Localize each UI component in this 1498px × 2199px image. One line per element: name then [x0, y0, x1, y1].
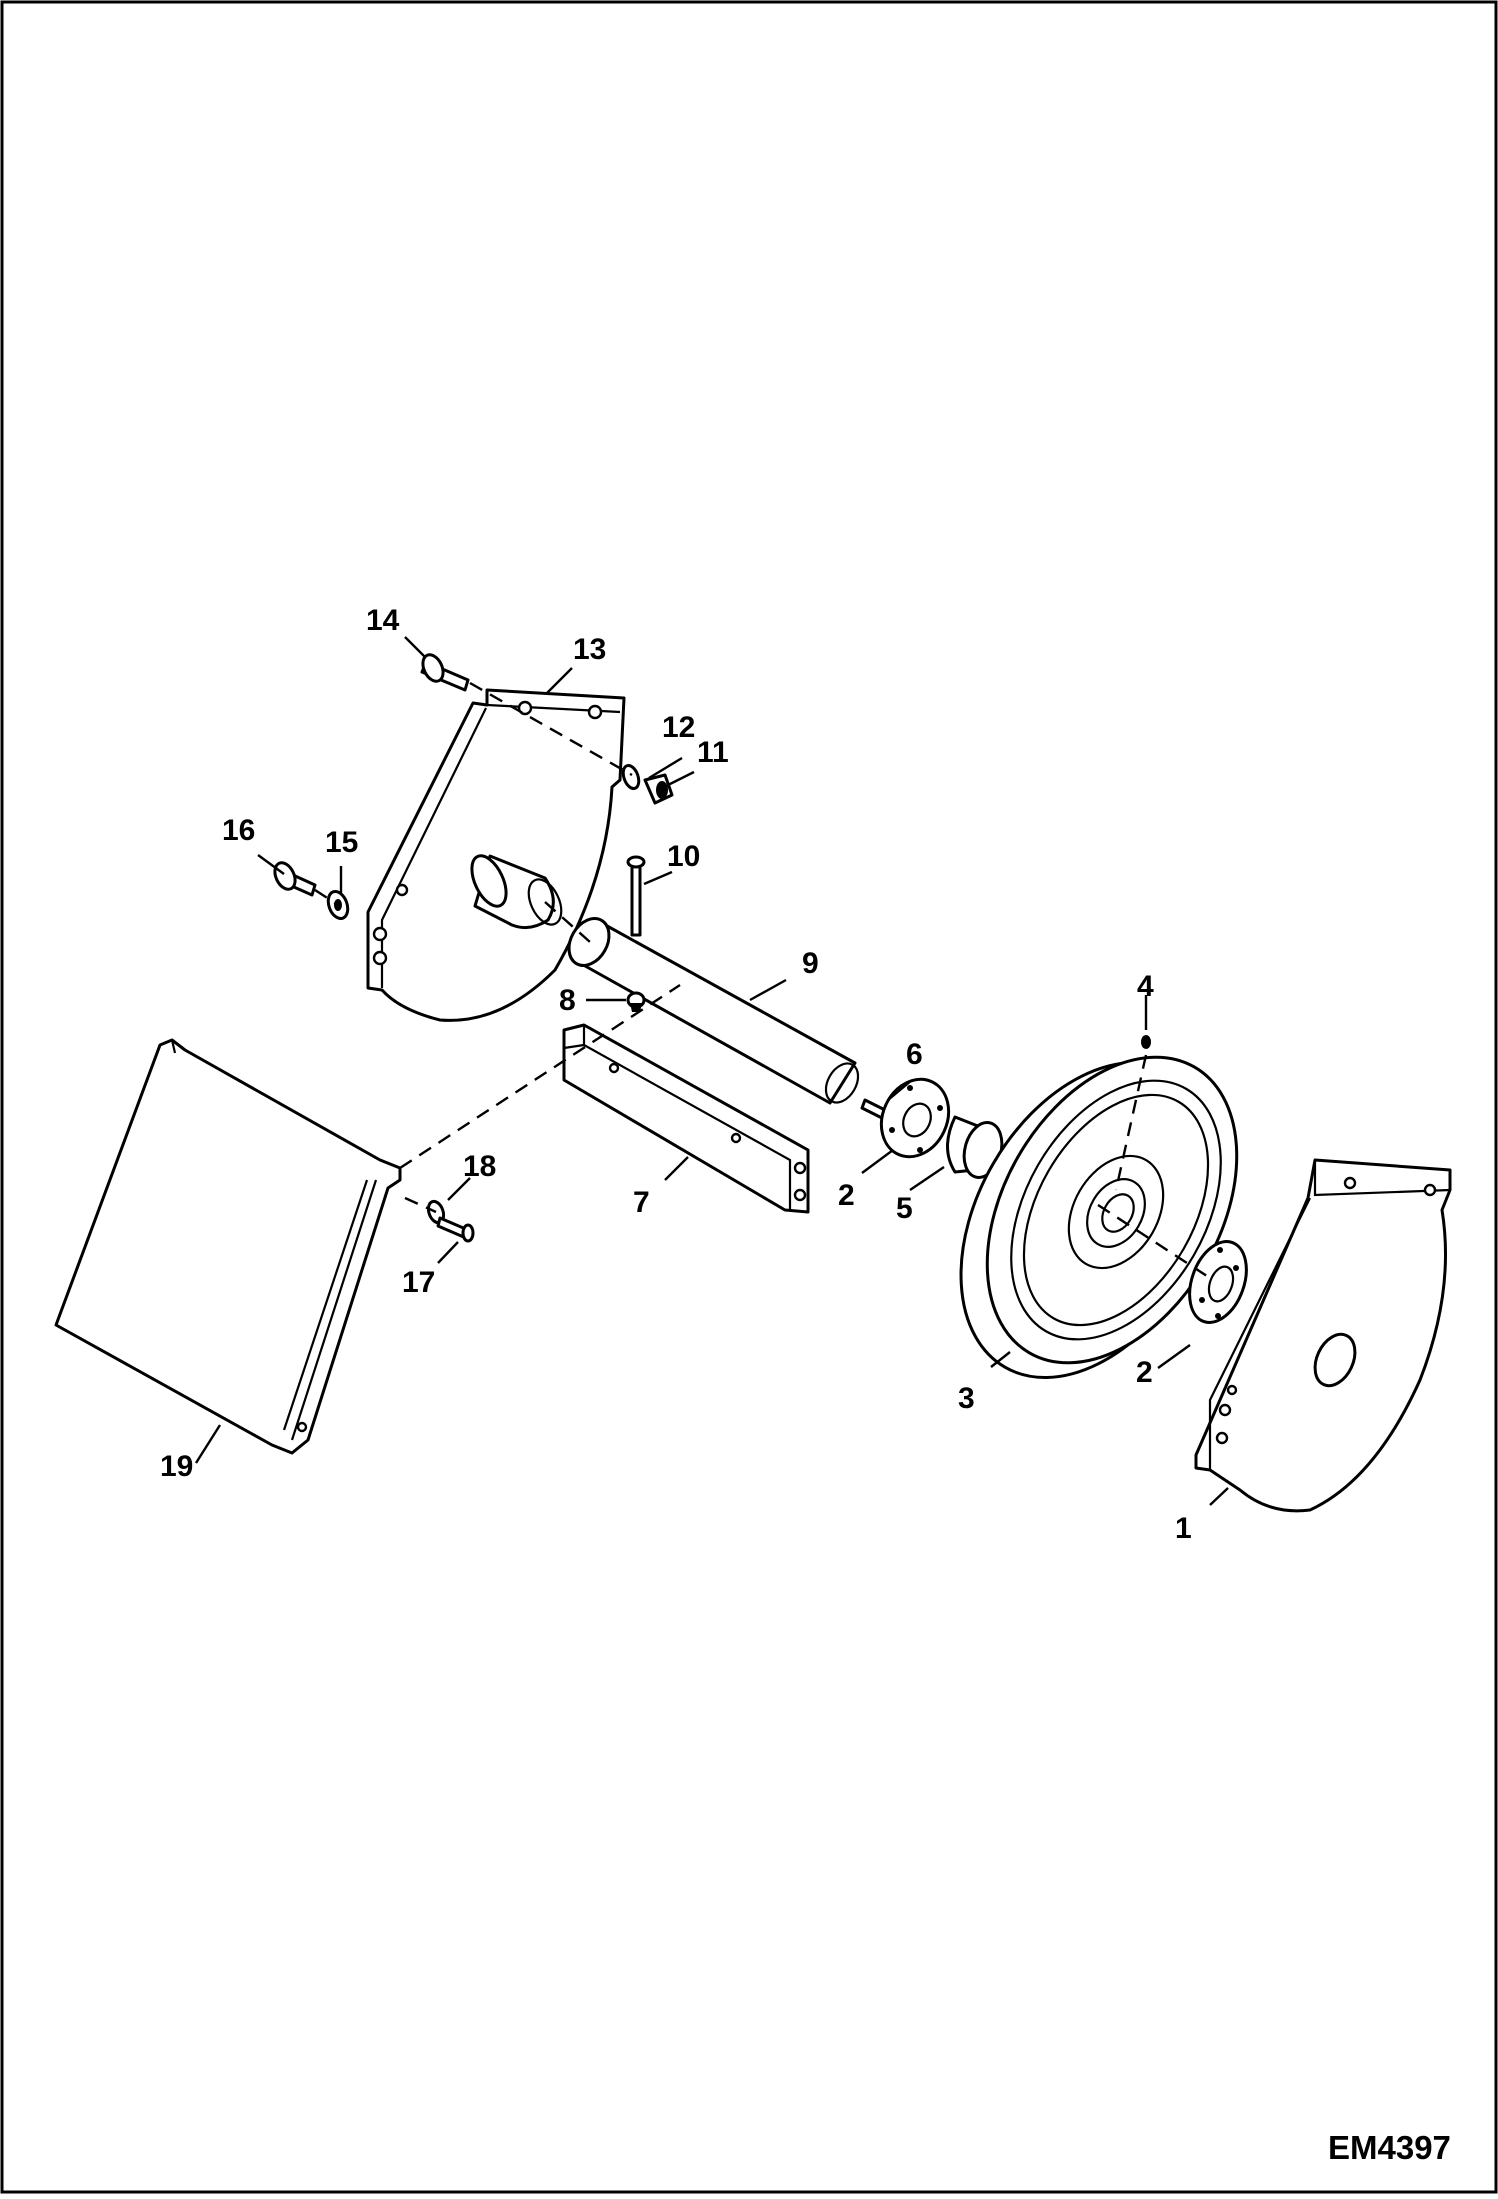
part-10-pin [626, 855, 646, 937]
part-2-flange-lower [1188, 1240, 1248, 1324]
label-6: 6 [906, 1038, 923, 1071]
part-11-nut [643, 773, 674, 805]
label-19: 19 [160, 1450, 193, 1483]
drawing-code: EM4397 [1328, 2129, 1451, 2166]
assembly-line-cover [399, 983, 681, 1170]
assembly-line-screw17 [404, 1196, 437, 1214]
part-19-cover [54, 1038, 402, 1455]
part-9-shaft [567, 917, 860, 1105]
label-12: 12 [662, 711, 695, 744]
label-4: 4 [1137, 970, 1154, 1003]
part-1-side-plate [1194, 1158, 1452, 1513]
part-12-washer [621, 763, 641, 791]
label-16: 16 [222, 814, 255, 847]
label-15: 15 [325, 826, 358, 859]
label-10: 10 [667, 840, 700, 873]
label-3: 3 [958, 1382, 975, 1415]
label-13: 13 [573, 633, 606, 666]
part-2-flange-upper [879, 1077, 951, 1159]
assembly-line-bolt14 [469, 681, 633, 777]
label-18: 18 [463, 1150, 496, 1183]
part-3-sheave [959, 1055, 1239, 1380]
label-9: 9 [802, 947, 819, 980]
label-8: 8 [559, 984, 576, 1017]
label-7: 7 [633, 1186, 650, 1219]
part-13-side-plate [366, 688, 626, 1022]
label-11: 11 [697, 736, 729, 769]
label-2-lower: 2 [1136, 1356, 1153, 1389]
label-5: 5 [896, 1192, 913, 1225]
part-4-fitting [1141, 1035, 1151, 1049]
part-7-channel [562, 1023, 810, 1214]
label-1: 1 [1175, 1512, 1192, 1545]
label-17: 17 [402, 1266, 435, 1299]
assembly-line-shaft [544, 901, 591, 943]
part-8-fitting [626, 991, 646, 1012]
part-17-screw [436, 1216, 475, 1243]
assembly-line-fitting4 [1114, 1054, 1148, 1191]
part-14-bolt [420, 653, 470, 692]
assembly-line-bolt16 [314, 888, 339, 907]
label-14: 14 [366, 604, 400, 637]
part-16-bolt [273, 861, 317, 897]
label-2-upper: 2 [838, 1179, 855, 1212]
